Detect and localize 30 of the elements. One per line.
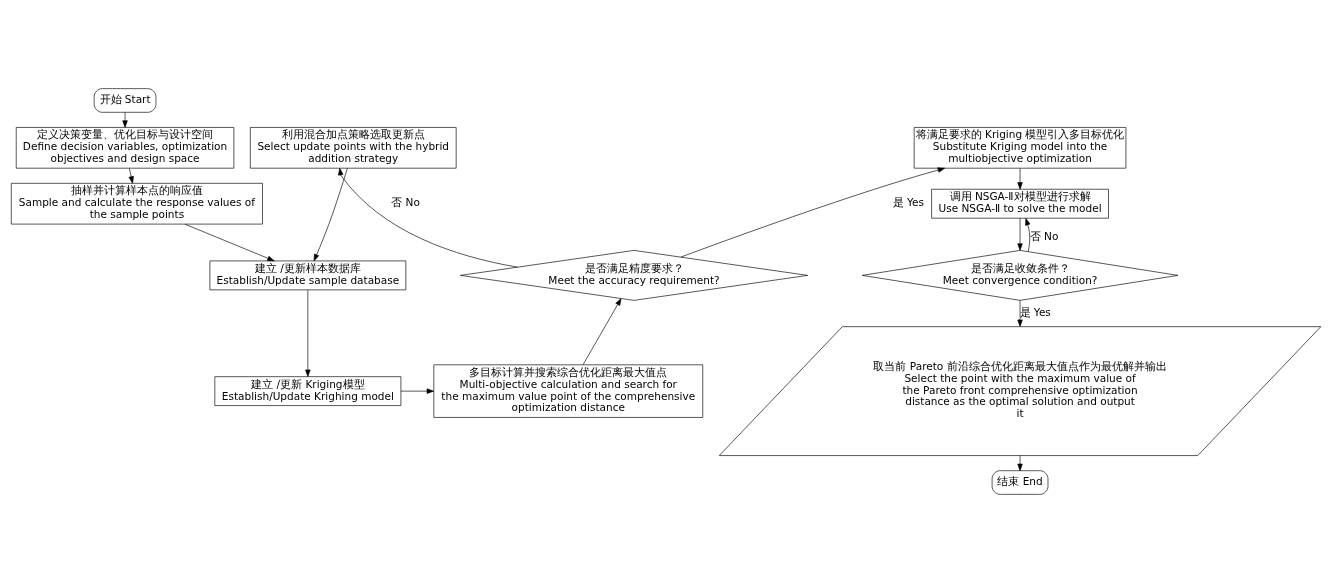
arrow (184, 223, 275, 262)
arrow (313, 167, 348, 262)
arrow (1017, 217, 1023, 251)
arrow (680, 167, 945, 258)
node-diamond: 是否满足收敛条件？ Meet convergence condition? (861, 250, 1179, 301)
node-box: 建立 /更新 Kriging模型 Establish/Update Krighing model (214, 376, 402, 406)
node-box: 抽样并计算样本点的响应值 Sample and calculate the response values of the sample points (10, 183, 263, 225)
arrow (1017, 455, 1023, 471)
node-box: 定义决策变量、优化目标与设计空间 Define decision variables, optimization objectives and design space (15, 127, 235, 169)
arrow (1017, 168, 1023, 190)
node-box: 结束 End (991, 470, 1049, 495)
node-box: 建立 /更新样本数据库 Establish/Update sample database (209, 260, 407, 291)
arrow (305, 289, 311, 377)
arrow (1017, 300, 1023, 327)
edge-label: 否 No (1029, 229, 1059, 242)
arrow (128, 168, 134, 184)
node-diamond: 是否满足精度要求？ Meet the accuracy requirement? (460, 250, 808, 301)
arrow (400, 388, 434, 394)
edge-label: 是 Yes (892, 196, 924, 209)
edge-label: 是 Yes (1019, 306, 1051, 319)
node-box: 多目标计算并搜索综合优化距离最大值点 Multi-objective calculation and search for the maximum value point of the comprehensive optimization distance (433, 364, 704, 418)
arrow (338, 168, 518, 268)
node-box: 利用混合加点策略选取更新点 Select update points with the hybrid addition strategy (250, 127, 457, 169)
edge-label: 否 No (391, 196, 420, 209)
arrow (1025, 218, 1031, 252)
node-box: 将满足要求的 Kriging 模型引入多目标优化 Substitute Kriging model into the multiobjective optimization (913, 127, 1127, 169)
node-box: 开始 Start (93, 88, 157, 113)
arrow (122, 112, 128, 128)
node-box: 调用 NSGA-Ⅱ对模型进行求解 Use NSGA-Ⅱ to solve the model (931, 188, 1109, 219)
arrow (582, 298, 622, 366)
